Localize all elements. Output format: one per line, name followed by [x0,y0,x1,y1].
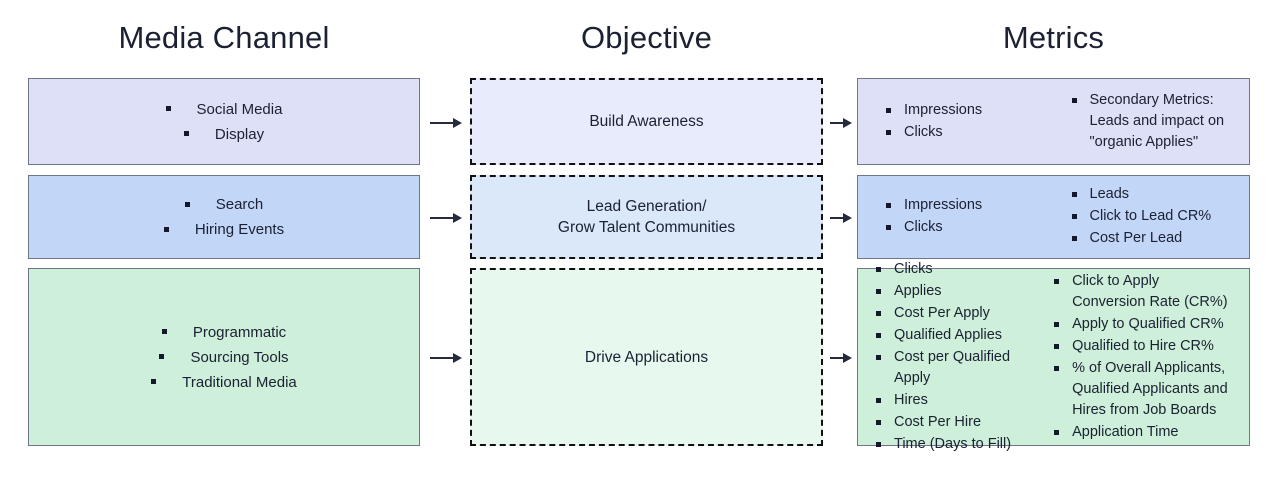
media-channel-list-row2: Search Hiring Events [29,192,419,242]
column-header-metrics: Metrics [1002,20,1105,55]
list-item: Secondary Metrics: Leads and impact on "… [1068,90,1236,153]
list-item: Hiring Events [29,217,419,242]
objective-label-row2: Lead Generation/ Grow Talent Communities [558,196,735,238]
bullet-square-icon [183,131,189,137]
metrics-box-row2[interactable]: Impressions Clicks Leads Click to Lead C… [857,175,1250,259]
list-item: Clicks [872,259,1042,280]
arrow-right-icon-media-to-objective-row3 [430,351,462,365]
metrics-primary-column-row3: Clicks Applies Cost Per Apply Qualified … [868,259,1046,456]
list-item-label: Display [214,125,265,143]
list-item: Application Time [1050,422,1235,443]
arrow-head [843,213,852,223]
list-item-label: Social Media [196,100,283,118]
arrow-shaft [430,357,454,359]
metrics-box-row3[interactable]: Clicks Applies Cost Per Apply Qualified … [857,261,1250,452]
list-item: % of Overall Applicants, Qualified Appli… [1050,358,1235,421]
bullet-square-icon [163,226,169,232]
column-header-media-channel: Media Channel [118,20,330,55]
list-item-label: Hiring Events [194,221,285,238]
metrics-secondary-column-row3: Click to Apply Conversion Rate (CR%) App… [1046,271,1239,444]
list-item: Click to Apply Conversion Rate (CR%) [1050,271,1235,313]
arrow-head [843,353,852,363]
arrow-shaft [830,122,844,124]
arrow-shaft [830,357,844,359]
list-item: Cost per Qualified Apply [872,347,1042,389]
arrow-right-icon-media-to-objective-row2 [430,211,462,225]
arrow-right-icon-objective-to-metrics-row2 [830,211,852,225]
list-item: Qualified Applies [872,325,1042,346]
metrics-primary-list-row3: Clicks Applies Cost Per Apply Qualified … [872,259,1042,455]
list-item: Applies [872,281,1042,302]
objective-label-row3: Drive Applications [584,348,709,366]
list-item: Cost Per Apply [872,303,1042,324]
metrics-grid-row3: Clicks Applies Cost Per Apply Qualified … [858,261,1249,452]
bullet-square-icon [151,379,157,385]
metrics-grid-row1: Impressions Clicks Secondary Metrics: Le… [858,79,1249,164]
column-header-objective: Objective [580,20,713,55]
list-item: Traditional Media [29,370,419,395]
arrow-head [453,118,462,128]
list-item: Cost Per Lead [1068,228,1236,249]
metrics-primary-list-row1: Impressions Clicks [882,100,1050,143]
metrics-box-row1[interactable]: Impressions Clicks Secondary Metrics: Le… [857,78,1250,165]
metrics-secondary-column-row2: Leads Click to Lead CR% Cost Per Lead [1054,184,1240,250]
objective-box-row3[interactable]: Drive Applications [470,268,823,446]
metrics-primary-list-row2: Impressions Clicks [882,195,1050,238]
metrics-primary-column-row2: Impressions Clicks [868,195,1054,239]
list-item: Impressions [882,195,1050,216]
list-item: Click to Lead CR% [1068,206,1236,227]
bullet-square-icon [161,329,167,335]
list-item-label: Traditional Media [182,373,297,391]
metrics-secondary-list-row2: Leads Click to Lead CR% Cost Per Lead [1068,184,1236,249]
arrow-head [453,213,462,223]
metrics-secondary-list-row3: Click to Apply Conversion Rate (CR%) App… [1050,271,1235,443]
media-channel-box-row3[interactable]: Programmatic Sourcing Tools Traditional … [28,268,420,446]
arrow-right-icon-objective-to-metrics-row1 [830,116,852,130]
list-item: Sourcing Tools [29,345,419,370]
objective-label-line1: Lead Generation/ [586,198,707,215]
list-item: Social Media [29,97,419,122]
media-channel-box-row2[interactable]: Search Hiring Events [28,175,420,259]
list-item: Qualified to Hire CR% [1050,336,1235,357]
metrics-secondary-column-row1: Secondary Metrics: Leads and impact on "… [1054,90,1240,154]
list-item: Impressions [882,100,1050,121]
list-item: Clicks [882,122,1050,143]
metrics-grid-row2: Impressions Clicks Leads Click to Lead C… [858,176,1249,258]
list-item: Search [29,192,419,217]
media-channel-list-row3: Programmatic Sourcing Tools Traditional … [29,320,419,395]
list-item: Cost Per Hire [872,412,1042,433]
arrow-shaft [830,217,844,219]
arrow-head [843,118,852,128]
arrow-shaft [430,122,454,124]
bullet-square-icon [165,106,171,112]
media-channel-list-row1: Social Media Display [29,97,419,147]
bullet-square-icon [184,201,190,207]
list-item: Display [29,122,419,147]
list-item: Leads [1068,184,1236,205]
metrics-primary-column-row1: Impressions Clicks [868,100,1054,144]
list-item-label: Programmatic [192,323,287,341]
objective-label-row1: Build Awareness [589,113,704,130]
list-item: Time (Days to Fill) [872,434,1042,455]
arrow-shaft [430,217,454,219]
list-item: Clicks [882,217,1050,238]
metrics-secondary-list-row1: Secondary Metrics: Leads and impact on "… [1068,90,1236,153]
arrow-right-icon-media-to-objective-row1 [430,116,462,130]
list-item: Hires [872,390,1042,411]
arrow-right-icon-objective-to-metrics-row3 [830,351,852,365]
list-item-label: Search [215,196,264,213]
objective-label-line2: Grow Talent Communities [557,219,736,236]
arrow-head [453,353,462,363]
objective-box-row1[interactable]: Build Awareness [470,78,823,165]
bullet-square-icon [159,354,165,360]
media-channel-box-row1[interactable]: Social Media Display [28,78,420,165]
objective-box-row2[interactable]: Lead Generation/ Grow Talent Communities [470,175,823,259]
list-item: Programmatic [29,320,419,345]
list-item: Apply to Qualified CR% [1050,314,1235,335]
list-item-label: Sourcing Tools [190,348,289,366]
